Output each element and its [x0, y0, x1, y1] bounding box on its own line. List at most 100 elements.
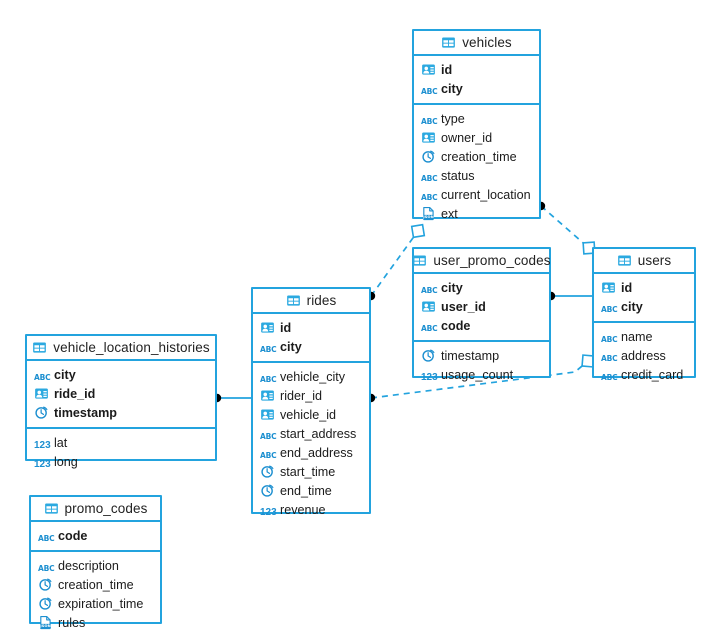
- relationship-line[interactable]: [370, 230, 419, 297]
- field-row[interactable]: owner_id: [414, 128, 539, 147]
- field-name-label: city: [441, 81, 463, 96]
- entity-title-users[interactable]: users: [594, 249, 694, 274]
- primary-key-row[interactable]: id: [253, 318, 369, 337]
- abc-text-icon: ABC: [421, 111, 438, 126]
- entity-title-promo_codes[interactable]: promo_codes: [31, 497, 160, 522]
- entity-name-label: users: [637, 253, 672, 268]
- abc-text-icon: ABC: [601, 329, 618, 344]
- abc-text-icon: ABC: [421, 168, 438, 183]
- table-icon: [286, 293, 301, 308]
- field-name-label: id: [280, 320, 292, 335]
- field-row[interactable]: creation_time: [414, 147, 539, 166]
- clock-icon: [421, 348, 436, 363]
- number-123-icon: 123: [421, 367, 438, 383]
- entity-title-vehicles[interactable]: vehicles: [414, 31, 539, 56]
- field-name-label: vehicle_city: [280, 369, 346, 384]
- field-name-label: usage_count: [441, 367, 514, 382]
- entity-title-vehicle_location_histories[interactable]: vehicle_location_histories: [27, 336, 215, 361]
- relationship-rel-upc-users[interactable]: [546, 291, 592, 301]
- relationship-line[interactable]: [540, 205, 590, 249]
- field-row[interactable]: expiration_time: [31, 594, 160, 613]
- abc-glyph: ABC: [34, 373, 51, 382]
- abc-glyph: ABC: [421, 174, 438, 183]
- primary-key-row[interactable]: timestamp: [27, 403, 215, 422]
- abc-glyph: ABC: [260, 375, 277, 384]
- entity-title-rides[interactable]: rides: [253, 289, 369, 314]
- num-glyph: 123: [34, 440, 51, 451]
- field-row[interactable]: vehicle_id: [253, 405, 369, 424]
- field-row[interactable]: end_time: [253, 481, 369, 500]
- field-name-label: code: [441, 318, 471, 333]
- json-file-icon: JSON: [421, 206, 436, 221]
- field-row[interactable]: timestamp: [414, 346, 549, 365]
- abc-text-icon: ABC: [601, 348, 618, 363]
- clock-icon: [38, 596, 53, 611]
- id-card-icon: [421, 130, 436, 145]
- field-row[interactable]: rider_id: [253, 386, 369, 405]
- primary-key-row[interactable]: user_id: [414, 297, 549, 316]
- abc-glyph: ABC: [421, 117, 438, 126]
- table-icon: [44, 501, 59, 516]
- id-card-icon: [601, 280, 616, 295]
- id-card-icon: [260, 320, 275, 335]
- json-file-icon: JSON: [38, 615, 53, 630]
- field-row[interactable]: start_time: [253, 462, 369, 481]
- field-name-label: start_time: [280, 464, 336, 479]
- entity-title-user_promo_codes[interactable]: user_promo_codes: [413, 249, 551, 274]
- clock-icon: [34, 405, 49, 420]
- entity-name-label: user_promo_codes: [433, 253, 551, 268]
- abc-text-icon: ABC: [38, 528, 55, 543]
- field-name-label: timestamp: [54, 405, 117, 420]
- primary-key-row[interactable]: ride_id: [27, 384, 215, 403]
- abc-text-icon: ABC: [601, 299, 618, 314]
- id-card-icon: [260, 388, 275, 403]
- primary-key-row[interactable]: id: [594, 278, 694, 297]
- field-name-label: city: [54, 367, 76, 382]
- entity-name-label: promo_codes: [64, 501, 148, 516]
- field-row[interactable]: creation_time: [31, 575, 160, 594]
- field-name-label: revenue: [280, 502, 326, 517]
- abc-text-icon: ABC: [421, 187, 438, 202]
- field-name-label: description: [58, 558, 119, 573]
- relationship-rel-vlh-rides[interactable]: [212, 393, 251, 403]
- number-123-icon: 123: [260, 502, 277, 518]
- field-name-label: code: [58, 528, 88, 543]
- primary-key-row[interactable]: id: [414, 60, 539, 79]
